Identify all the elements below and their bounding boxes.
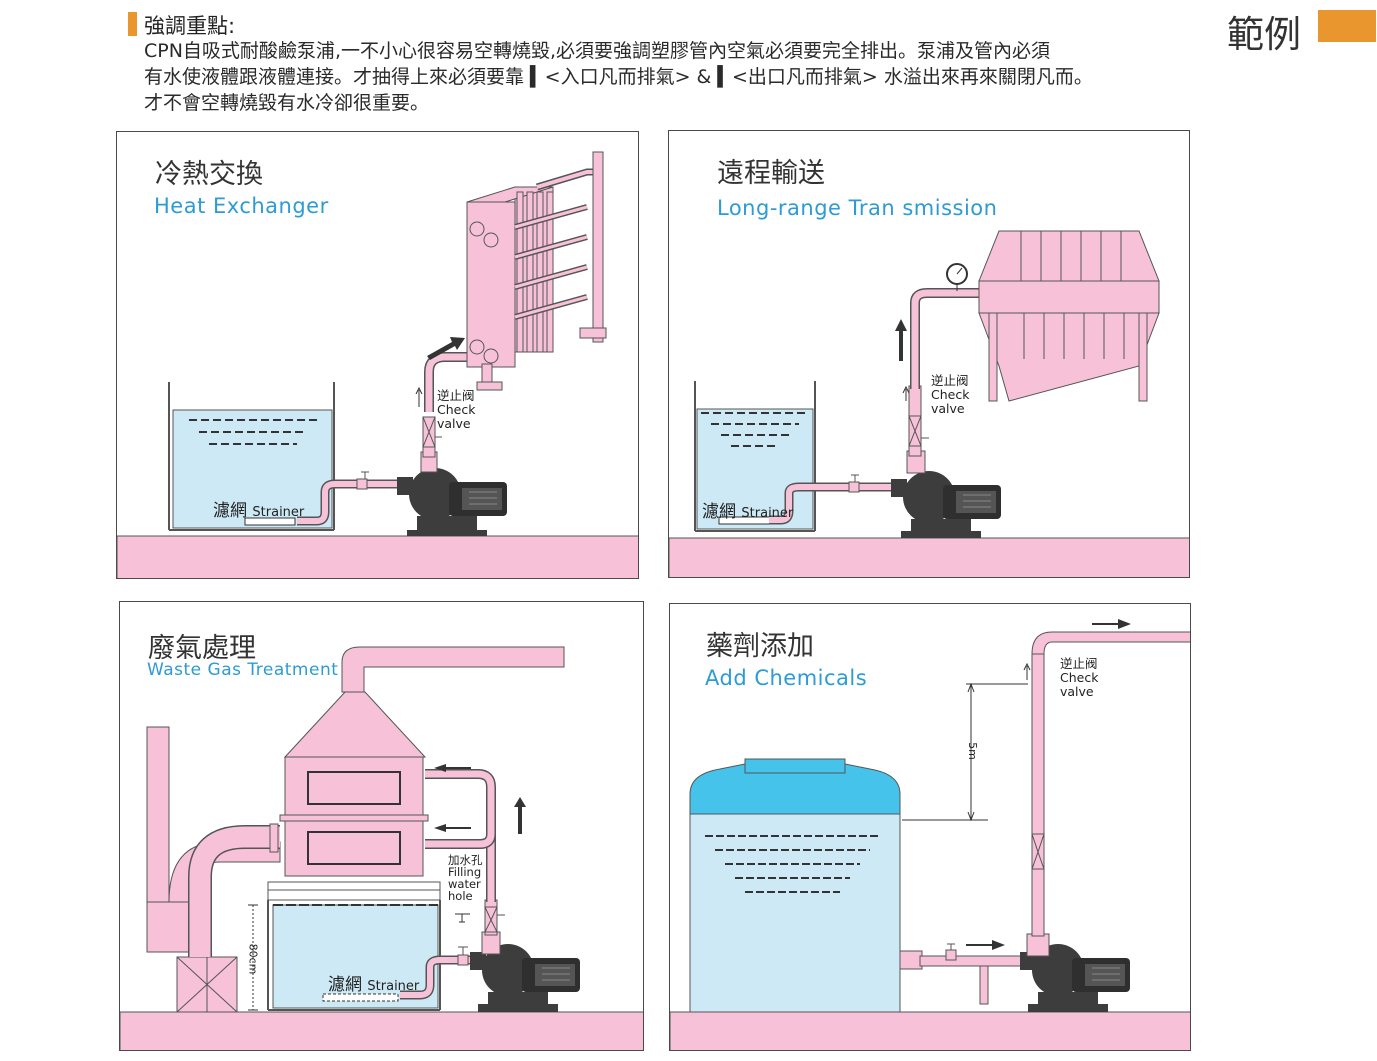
strainer-mesh: [244, 517, 296, 526]
filling-hole-label-zh: 加水孔: [448, 853, 483, 867]
chemical-tank: [689, 758, 901, 1013]
check-valve-label-en2: valve: [931, 401, 965, 416]
panel-waste-gas: 廢氣處理 Waste Gas Treatment 加水孔 Filling wat…: [119, 601, 644, 1051]
header-title: 強調重點:: [144, 14, 236, 38]
pump: [1020, 944, 1130, 1012]
water-tank: [172, 409, 333, 529]
water-surface-lines: [701, 412, 809, 447]
filter-press: [978, 230, 1160, 402]
add-chemicals-diagram: [670, 619, 1190, 1050]
water-surface-lines: [189, 419, 317, 445]
panel-title-zh: 遠程輸送: [717, 158, 825, 189]
check-valve-label-zh: 逆止阀: [1060, 656, 1098, 671]
check-valve-label: 逆止阀 Check valve: [1060, 657, 1098, 699]
height-dimension-label: 5m: [965, 742, 979, 760]
check-valve-label-zh: 逆止阀: [931, 373, 969, 388]
sample-accent-bar: [1318, 10, 1376, 42]
strainer-label-zh: 濾網: [213, 501, 247, 521]
header-body: CPN自吸式耐酸鹼泵浦,一不小心很容易空轉燒毀,必須要強調塑膠管內空氣必須要完全…: [144, 38, 1093, 116]
flow-arrow: [427, 337, 465, 360]
header-line-1: CPN自吸式耐酸鹼泵浦,一不小心很容易空轉燒毀,必須要強調塑膠管內空氣必須要完全…: [144, 40, 1051, 62]
filling-hole-label-en2: water: [448, 877, 481, 891]
strainer-label: 濾網 Strainer: [213, 496, 304, 521]
strainer-label-en: Strainer: [741, 506, 794, 521]
filling-hole-label-en3: hole: [448, 889, 473, 903]
floor: [669, 537, 1189, 577]
floor: [117, 535, 638, 578]
waste-gas-diagram: [120, 646, 643, 1050]
panel-title-en: Heat Exchanger: [154, 194, 329, 218]
header-line-3: 才不會空轉燒毀有水冷卻很重要。: [144, 92, 430, 114]
heat-exchanger-diagram: [117, 151, 638, 578]
header-line-2: 有水使液體跟液體連接。才抽得上來必須要靠 ▍<入口凡而排氣> & ▍<出口凡而排…: [144, 66, 1093, 88]
check-valve-label-en2: valve: [437, 416, 471, 431]
flow-arrow-right: [966, 940, 1005, 950]
strainer-label-zh: 濾網: [328, 975, 362, 995]
check-valve-label: 逆止阀 Check valve: [437, 389, 475, 431]
floor: [120, 1011, 643, 1050]
check-valve-label-en1: Check: [437, 402, 476, 417]
water-tank: [696, 408, 814, 530]
scrubber-tower: [279, 646, 565, 877]
sample-label: 範例: [1227, 13, 1301, 56]
panel-title-en: Long-range Tran smission: [717, 196, 998, 220]
pump: [891, 471, 1001, 538]
check-valve-label-en1: Check: [1060, 670, 1099, 685]
pump: [397, 468, 507, 536]
strainer-mesh: [322, 993, 399, 1002]
panel-title-zh: 廢氣處理: [148, 633, 256, 664]
panel-long-range: 遠程輸送 Long-range Tran smission 逆止阀 Check …: [668, 130, 1190, 578]
check-valve-label-en2: valve: [1060, 684, 1094, 699]
heat-exchanger: [466, 151, 607, 391]
strainer-label-en: Strainer: [367, 979, 420, 994]
panel-title-en: Add Chemicals: [705, 666, 868, 690]
strainer-label-zh: 濾網: [702, 502, 736, 522]
flow-arrow-top: [1092, 619, 1131, 629]
flow-arrow: [895, 319, 907, 361]
check-valve-label-zh: 逆止阀: [437, 388, 475, 403]
pump: [470, 944, 580, 1012]
panel-title-zh: 冷熱交換: [155, 159, 263, 190]
check-valve-label: 逆止阀 Check valve: [931, 374, 969, 416]
flow-arrows: [434, 764, 526, 834]
filling-hole-label: 加水孔 Filling water hole: [448, 854, 483, 902]
liquid-lines: [705, 835, 880, 893]
panel-title-en: Waste Gas Treatment: [147, 660, 339, 680]
height-dimension-label: 80cm: [246, 943, 260, 975]
strainer-label: 濾網 Strainer: [328, 970, 419, 995]
panel-heat-exchanger: 冷熱交換 Heat Exchanger 逆止阀 Check valve 濾網 S…: [116, 131, 639, 579]
panel-add-chemicals: 藥劑添加 Add Chemicals 逆止阀 Check valve 5m: [669, 603, 1191, 1051]
strainer-label: 濾網 Strainer: [702, 497, 793, 522]
floor: [670, 1011, 1190, 1050]
panel-title-zh: 藥劑添加: [706, 631, 814, 662]
filling-hole-label-en1: Filling: [448, 865, 482, 879]
long-range-diagram: [669, 230, 1189, 577]
header-accent-bar: [128, 12, 137, 36]
strainer-label-en: Strainer: [252, 505, 305, 520]
check-valve-label-en1: Check: [931, 387, 970, 402]
